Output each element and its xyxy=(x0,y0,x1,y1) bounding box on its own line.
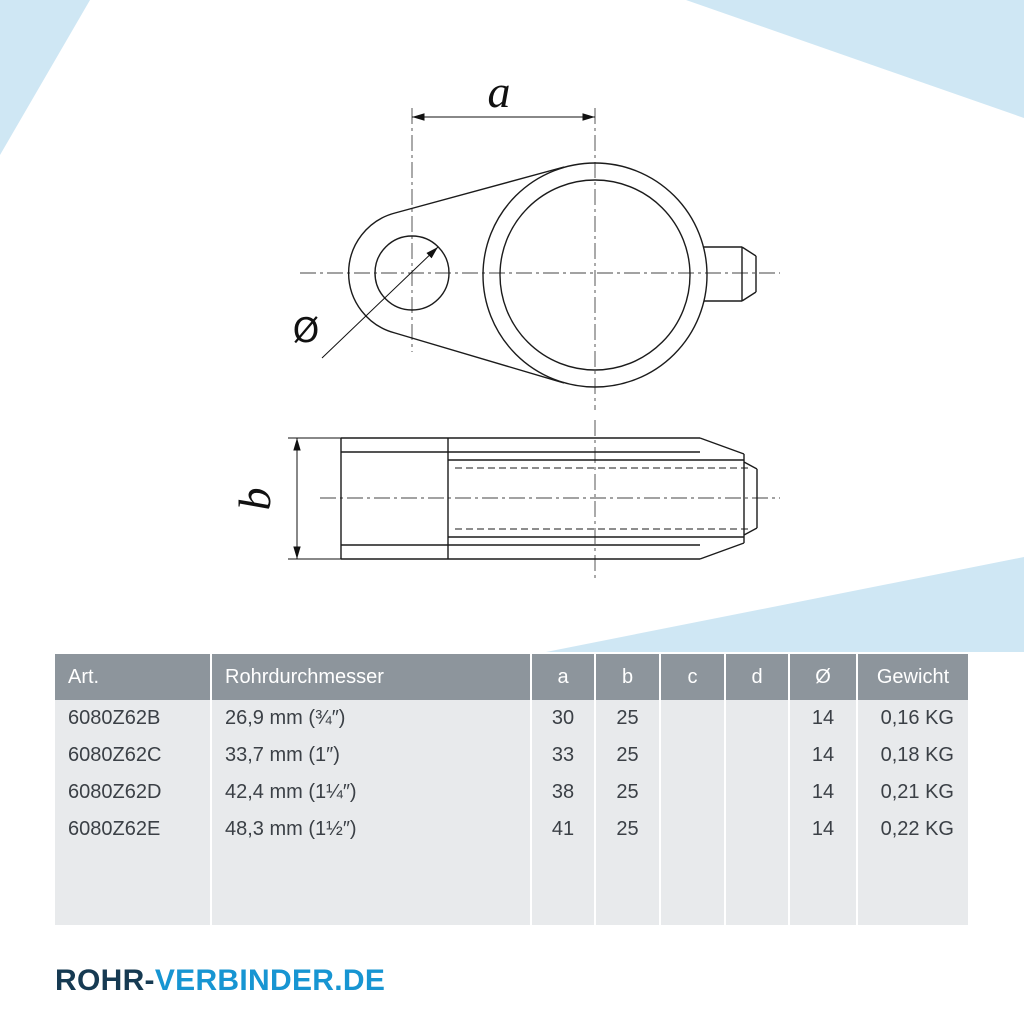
cell-rohr: 42,4 mm (1¼″) xyxy=(210,774,530,811)
brand-logo-primary: ROHR- xyxy=(55,964,155,997)
cell-c xyxy=(659,774,724,811)
brand-logo: ROHR-VERBINDER.DE xyxy=(55,964,385,998)
cell-b: 25 xyxy=(594,700,659,737)
cell-b: 25 xyxy=(594,811,659,848)
corner-wedge-top-right xyxy=(686,0,1024,118)
cell-d xyxy=(724,811,788,848)
cell-gewicht: 0,16 KG xyxy=(856,700,968,737)
cell-art: 6080Z62E xyxy=(68,818,161,840)
cell-a: 33 xyxy=(530,737,594,774)
cell-empty xyxy=(788,848,856,925)
cell-rohr: 26,9 mm (¾″) xyxy=(210,700,530,737)
cell-d xyxy=(724,700,788,737)
cell-d xyxy=(724,737,788,774)
cell-b: 25 xyxy=(594,737,659,774)
cell-dia: 14 xyxy=(788,737,856,774)
cell-d xyxy=(724,774,788,811)
col-header-c: c xyxy=(659,654,724,700)
cell-gewicht: 0,18 KG xyxy=(856,737,968,774)
cell-empty xyxy=(530,848,594,925)
col-header-a: a xyxy=(530,654,594,700)
corner-wedge-top-left xyxy=(0,0,90,155)
cell-dia: 14 xyxy=(788,811,856,848)
cell-art: 6080Z62B xyxy=(68,707,161,729)
cell-gewicht: 0,21 KG xyxy=(856,774,968,811)
cell-a: 38 xyxy=(530,774,594,811)
cell-dia: 14 xyxy=(788,774,856,811)
cell-c xyxy=(659,811,724,848)
cell-empty xyxy=(594,848,659,925)
cell-rohr: 33,7 mm (1″) xyxy=(210,737,530,774)
cell-c xyxy=(659,700,724,737)
col-header-gewicht: Gewicht xyxy=(856,654,968,700)
cell-gewicht: 0,22 KG xyxy=(856,811,968,848)
col-header-d: d xyxy=(724,654,788,700)
col-header-b: b xyxy=(594,654,659,700)
cell-dia: 14 xyxy=(788,700,856,737)
cell-rohr: 48,3 mm (1½″) xyxy=(210,811,530,848)
cell-empty xyxy=(210,848,530,925)
col-header-art: Art. xyxy=(55,654,210,700)
cell-c xyxy=(659,737,724,774)
col-header-rohrdurchmesser: Rohrdurchmesser xyxy=(210,654,530,700)
cell-empty xyxy=(856,848,968,925)
cell-b: 25 xyxy=(594,774,659,811)
cell-art: 6080Z62D xyxy=(68,781,162,803)
cell-empty xyxy=(55,848,210,925)
band-above-table xyxy=(546,557,1024,652)
brand-logo-secondary: VERBINDER.DE xyxy=(154,964,386,997)
cell-empty xyxy=(659,848,724,925)
cell-empty xyxy=(724,848,788,925)
cell-art: 6080Z62C xyxy=(68,744,162,766)
cell-a: 41 xyxy=(530,811,594,848)
col-header-diameter: Ø xyxy=(788,654,856,700)
cell-a: 30 xyxy=(530,700,594,737)
spec-table: Art. Rohrdurchmesser a b c d Ø Gewicht 6… xyxy=(55,654,968,925)
